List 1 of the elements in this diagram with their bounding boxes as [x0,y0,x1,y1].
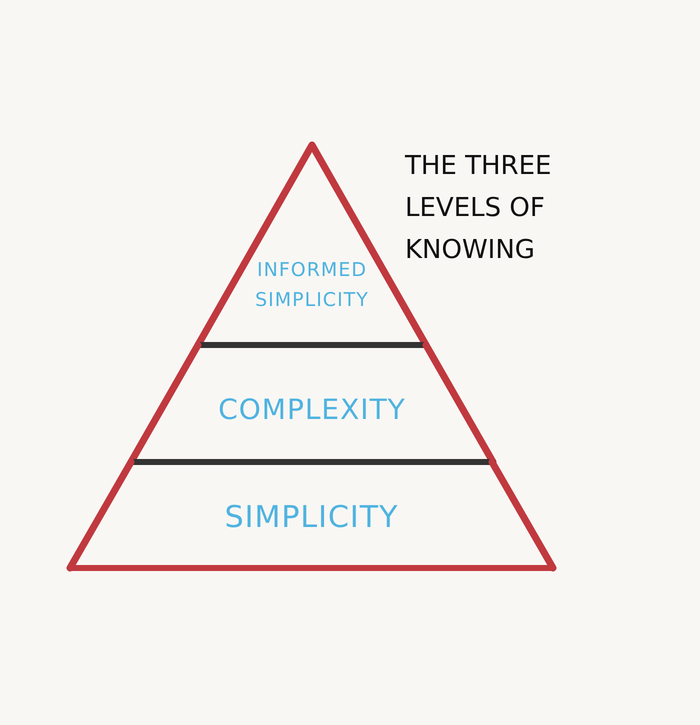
title: THE THREE LEVELS OF KNOWING [405,150,552,267]
